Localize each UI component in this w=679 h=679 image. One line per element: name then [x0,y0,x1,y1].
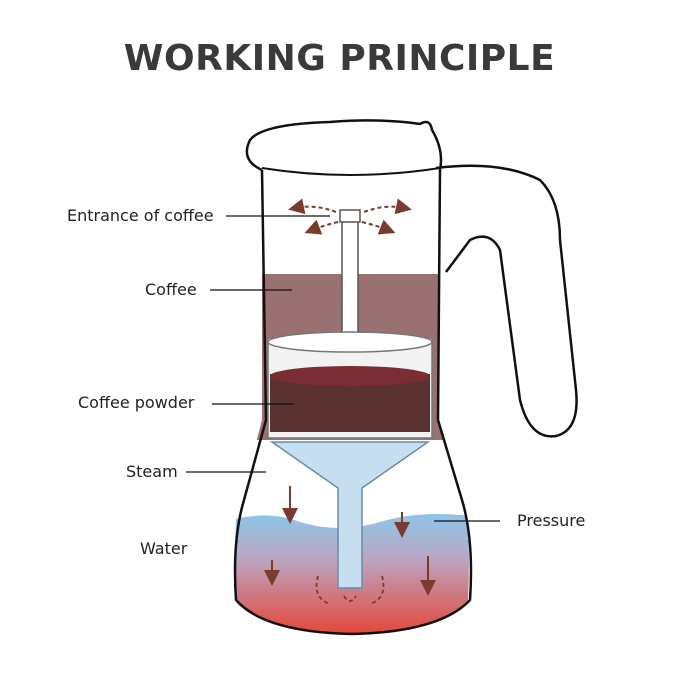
basket-top [267,331,433,353]
label-entrance-of-coffee: Entrance of coffee [67,206,214,225]
label-pressure: Pressure [517,511,586,530]
label-coffee: Coffee [145,280,197,299]
leader-lines [186,215,500,522]
center-tube [341,211,359,341]
label-coffee-powder: Coffee powder [78,393,195,412]
steam-bubbles [315,575,385,605]
label-water: Water [140,539,188,558]
coffee-powder-top [270,366,430,386]
funnel [269,441,431,589]
pressure-arrows [264,486,436,596]
jug-handle [435,164,578,438]
jug-rim [261,167,441,176]
jug-outline [233,119,473,636]
tube-cap [339,209,361,223]
entrance-arrows [288,198,412,235]
label-steam: Steam [126,462,178,481]
page-title: WORKING PRINCIPLE [123,38,556,79]
